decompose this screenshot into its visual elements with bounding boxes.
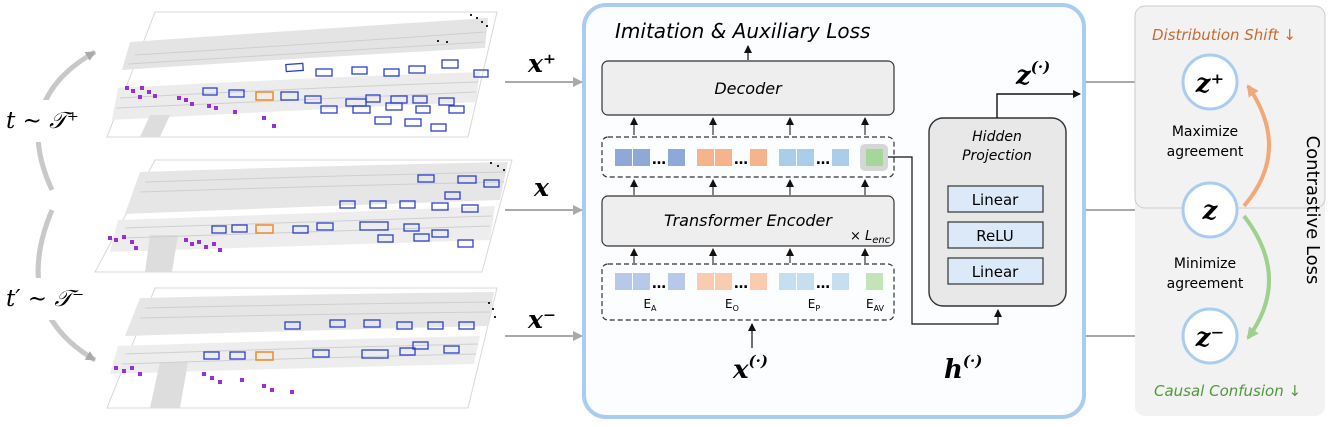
transformer-encoder-box bbox=[601, 195, 895, 247]
positive-transform-label: t ∼ 𝒯⁺ bbox=[6, 108, 79, 134]
h-variable-label: h(·) bbox=[944, 352, 982, 385]
latent-tokens-box bbox=[601, 136, 895, 178]
embedding-label-object: EO bbox=[725, 297, 739, 313]
latent-tokens: … … … bbox=[615, 144, 888, 171]
relu-layer bbox=[947, 221, 1044, 249]
projection-output-arrow bbox=[996, 90, 1081, 118]
minimize-label-2: agreement bbox=[1167, 276, 1244, 292]
x-label: x bbox=[533, 173, 550, 202]
embedding-label-path: EP bbox=[808, 297, 821, 313]
negative-transform-label: t′ ∼ 𝒯⁻ bbox=[6, 286, 84, 312]
z-minus-node-label: z⁻ bbox=[1195, 323, 1225, 353]
causal-confusion-label: Causal Confusion ↓ bbox=[1154, 382, 1301, 400]
maximize-label-1: Maximize bbox=[1172, 124, 1238, 140]
x-plus-label: x⁺ bbox=[527, 49, 556, 78]
z-output-label: z(·) bbox=[1015, 58, 1050, 91]
scene-negative bbox=[106, 287, 498, 409]
linear-layer-1-label: Linear bbox=[972, 191, 1019, 209]
distribution-shift-label: Distribution Shift ↓ bbox=[1152, 26, 1296, 44]
embedding-label-agent: EA bbox=[643, 297, 657, 313]
projection-title-2: Projection bbox=[962, 148, 1032, 164]
z-node bbox=[1181, 181, 1239, 239]
decoder-label: Decoder bbox=[714, 79, 783, 98]
scene-positive bbox=[106, 11, 498, 138]
embedding-label-av: EAV bbox=[866, 297, 885, 313]
maximize-label-2: agreement bbox=[1167, 144, 1244, 160]
svg-text:…: … bbox=[816, 276, 830, 292]
z-plus-node-label: z⁺ bbox=[1195, 69, 1225, 99]
svg-text:…: … bbox=[816, 152, 830, 168]
z-plus-node bbox=[1181, 53, 1239, 111]
contrastive-loss-label: Contrastive Loss bbox=[1302, 136, 1323, 285]
embedding-box bbox=[601, 263, 895, 321]
svg-text:…: … bbox=[652, 276, 666, 292]
z-minus-node bbox=[1181, 307, 1239, 365]
svg-text:…: … bbox=[734, 152, 748, 168]
linear-layer-2 bbox=[947, 257, 1044, 285]
loss-title: Imitation & Auxiliary Loss bbox=[615, 19, 870, 43]
av-to-projection-connector bbox=[888, 156, 1002, 325]
scene-anchor bbox=[94, 159, 513, 273]
z-node-label: z bbox=[1202, 196, 1219, 226]
minimize-agreement-arrow bbox=[1242, 214, 1271, 340]
linear-layer-2-label: Linear bbox=[972, 263, 1019, 281]
input-variable: x(·) bbox=[732, 352, 768, 385]
embedding-tokens: … … … bbox=[615, 273, 883, 292]
svg-text:…: … bbox=[734, 276, 748, 292]
x-minus-label: x⁻ bbox=[527, 305, 556, 334]
relu-layer-label: ReLU bbox=[976, 227, 1014, 245]
encoder-label: Transformer Encoder bbox=[664, 211, 833, 230]
linear-layer-1 bbox=[947, 185, 1044, 213]
projection-title-1: Hidden bbox=[972, 129, 1022, 145]
minimize-label-1: Minimize bbox=[1174, 256, 1236, 272]
maximize-agreement-arrow bbox=[1242, 84, 1271, 208]
decoder-box bbox=[601, 60, 895, 116]
svg-text:…: … bbox=[652, 152, 666, 168]
encoder-layers-label: × Lenc bbox=[850, 229, 891, 246]
